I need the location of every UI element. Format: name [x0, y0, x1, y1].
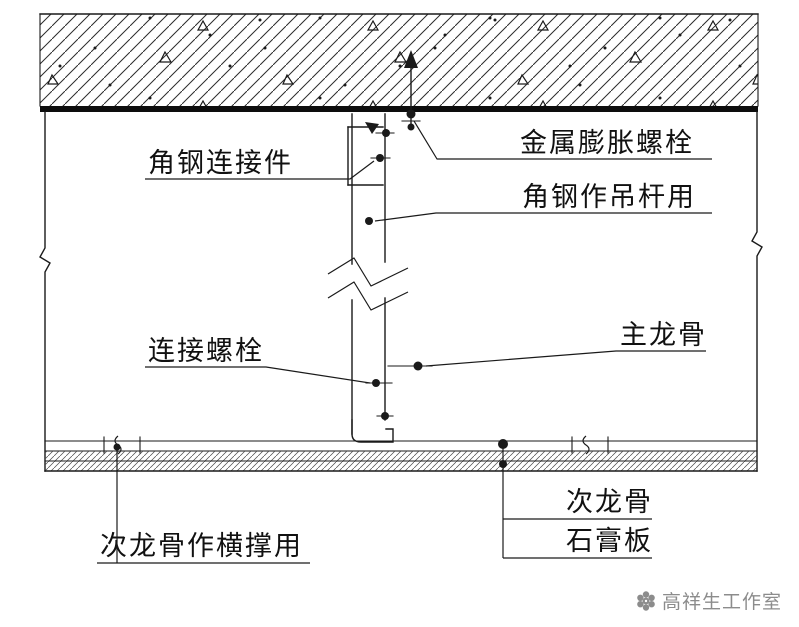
cross-brace-section-right [571, 435, 609, 455]
ceiling-assembly [44, 440, 758, 472]
slab-aggregate-symbols-2 [40, 14, 758, 107]
angle-connector-leader [145, 160, 375, 180]
label-angle-hanger: 角钢作吊杆用 [374, 182, 712, 222]
label-gypsum-board: 石膏板 [503, 526, 653, 559]
leader-dot [113, 443, 121, 451]
connecting-bolt-label: 连接螺栓 [148, 336, 264, 367]
watermark-text: 高祥生工作室 [662, 591, 782, 613]
label-cross-brace: 次龙骨作横撑用 [97, 443, 310, 564]
bolt-arrow [365, 122, 379, 134]
bolt-dot [381, 412, 389, 420]
expansion-bolt [401, 50, 421, 131]
expansion-bolt-leader [413, 120, 712, 160]
label-angle-connector: 角钢连接件 [145, 148, 375, 180]
label-connecting-bolt: 连接螺栓 [145, 336, 371, 384]
leader-dot [499, 460, 507, 468]
flower-logo-icon [637, 591, 655, 611]
secondary-keel-label: 次龙骨 [566, 487, 653, 518]
bolt-dot [407, 123, 415, 131]
angle-steel-hanger [351, 113, 394, 443]
angle-connector-label: 角钢连接件 [148, 148, 293, 179]
bolt-dot [406, 109, 416, 119]
bolt-dot [372, 379, 380, 387]
bolt-dot [413, 361, 423, 371]
left-wall-line [39, 111, 51, 472]
main-runner-channel [351, 419, 394, 443]
bolt-dot [382, 129, 390, 137]
expansion-bolt-arrow [404, 50, 418, 68]
angle-connector-bracket [347, 122, 384, 186]
label-secondary-keel: 次龙骨 [503, 487, 653, 520]
hanger-break-icon [327, 257, 409, 311]
label-main-keel: 主龙骨 [425, 320, 707, 367]
bolt-dot [365, 217, 373, 225]
angle-hanger-label: 角钢作吊杆用 [522, 182, 696, 213]
leader-dot [498, 439, 508, 449]
hanger-bolts [365, 129, 433, 420]
main-keel-leader [425, 350, 706, 367]
concrete-slab [39, 13, 759, 112]
bolt-dot [376, 154, 384, 162]
watermark: 高祥生工作室 [637, 591, 782, 613]
cross-brace-label: 次龙骨作横撑用 [100, 531, 303, 562]
expansion-bolt-label: 金属膨胀螺栓 [520, 128, 694, 159]
angle-hanger-leader [374, 212, 712, 222]
right-wall-line [751, 111, 763, 472]
gypsum-board-label: 石膏板 [566, 526, 653, 557]
connecting-bolt-leader [145, 366, 371, 384]
shared-vertical-leader [498, 439, 508, 558]
main-keel-label: 主龙骨 [620, 320, 707, 351]
label-expansion-bolt: 金属膨胀螺栓 [413, 120, 712, 160]
